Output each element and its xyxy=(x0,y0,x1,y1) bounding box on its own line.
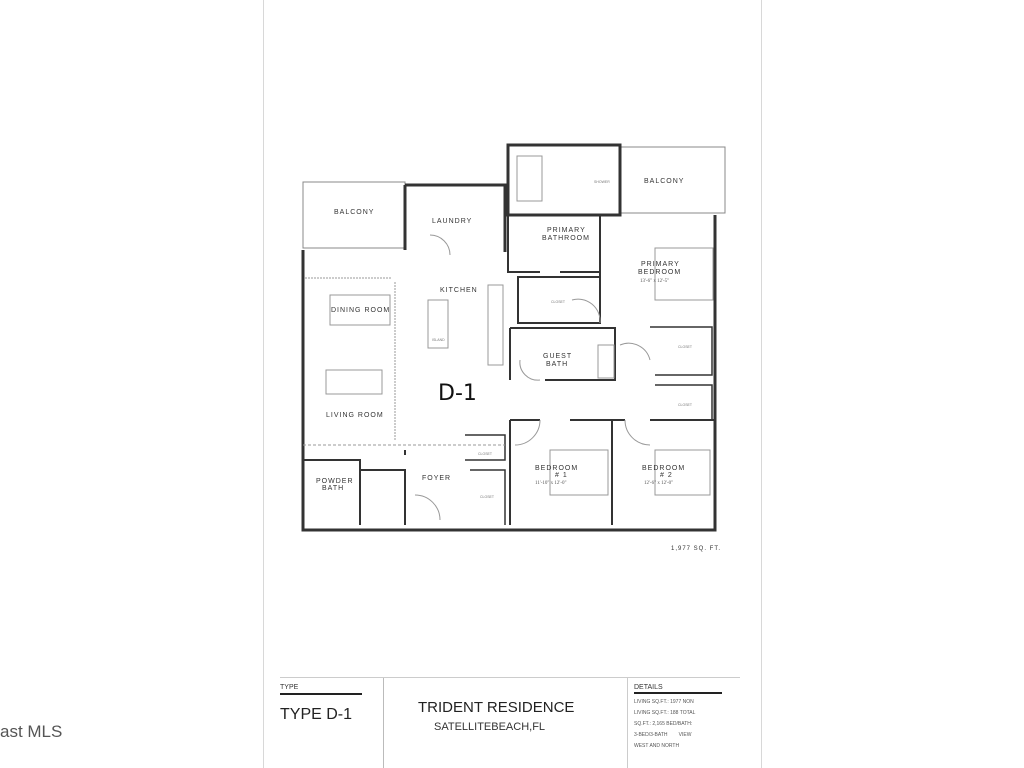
details-header: DETAILS xyxy=(634,684,663,691)
type-value: TYPE D-1 xyxy=(280,706,353,723)
details-list: LIVING SQ.FT.: 1977 NON LIVING SQ.FT.: 1… xyxy=(634,697,695,752)
label-dining-room: DINING ROOM xyxy=(331,307,390,314)
label-closet: CLOSET xyxy=(551,300,566,304)
label-closet: CLOSET xyxy=(480,495,495,499)
title-block-border xyxy=(280,677,740,678)
label-bedroom-2: BEDROOM xyxy=(642,465,685,472)
closet-wall xyxy=(655,384,713,420)
type-underline xyxy=(280,693,362,695)
label-shower: SHOWER xyxy=(594,180,610,184)
label-closet: CLOSET xyxy=(678,403,693,407)
type-header: TYPE xyxy=(280,684,299,691)
label-living-room: LIVING ROOM xyxy=(326,412,384,419)
door-swing xyxy=(414,494,441,521)
bedroom-walls xyxy=(509,419,715,525)
label-powder-bath: POWDER xyxy=(316,478,354,485)
dining-table xyxy=(329,294,391,326)
primary-bath-wet-area xyxy=(506,143,622,217)
label-guest-bath: BATH xyxy=(546,361,568,368)
walls xyxy=(301,143,726,532)
label-powder-bath: BATH xyxy=(322,485,344,492)
label-primary-bedroom: PRIMARY xyxy=(641,261,680,268)
label-primary-bedroom: BEDROOM xyxy=(638,269,681,276)
bedroom-2-dimensions: 12'-6" x 12'-0" xyxy=(644,481,673,486)
bed xyxy=(549,449,609,496)
kitchen-island xyxy=(427,299,449,349)
details-line: 3-BED/3-BATH VIEW xyxy=(634,732,692,738)
bed xyxy=(654,449,711,496)
kitchen-counter xyxy=(487,284,504,366)
label-guest-bath: GUEST xyxy=(543,353,572,360)
label-island: ISLAND xyxy=(432,338,445,342)
label-laundry: LAUNDRY xyxy=(432,218,472,225)
label-foyer: FOYER xyxy=(422,475,451,482)
project-location: SATELLITEBEACH,FL xyxy=(434,721,546,733)
project-title: TRIDENT RESIDENCE xyxy=(418,699,575,716)
total-sqft: 1,977 SQ. FT. xyxy=(671,546,721,552)
details-line: LIVING SQ.FT.: 188 TOTAL xyxy=(634,710,696,716)
drawing-sheet xyxy=(263,0,762,768)
primary-bedroom-dimensions: 13'-6" x 12'-5" xyxy=(640,279,669,284)
bathtub xyxy=(516,155,543,202)
door-swing xyxy=(429,234,451,256)
unit-label: D-1 xyxy=(438,381,477,406)
door-swing xyxy=(624,419,651,446)
label-balcony-right: BALCONY xyxy=(644,178,684,185)
label-balcony-left: BALCONY xyxy=(334,209,374,216)
bedroom-1-dimensions: 11'-10" x 12'-0" xyxy=(535,481,567,486)
powder-bath-wall xyxy=(303,450,406,525)
door-swing xyxy=(519,359,541,381)
details-line: WEST AND NORTH xyxy=(634,743,680,749)
door-swing xyxy=(619,342,651,361)
label-primary-bathroom: PRIMARY xyxy=(547,227,586,234)
title-block-divider xyxy=(383,678,384,768)
label-kitchen: KITCHEN xyxy=(440,287,478,294)
label-closet: CLOSET xyxy=(478,452,493,456)
label-bedroom-1-number: # 1 xyxy=(555,472,568,479)
door-swing xyxy=(514,419,541,446)
label-primary-bathroom: BATHROOM xyxy=(542,235,590,242)
bed xyxy=(654,247,714,301)
details-line: LIVING SQ.FT.: 1977 NON xyxy=(634,699,694,705)
fixtures xyxy=(303,155,714,521)
sofa xyxy=(325,369,383,395)
tub xyxy=(597,344,615,379)
title-block-divider xyxy=(627,678,628,768)
closet-wall xyxy=(650,326,713,376)
label-bedroom-1: BEDROOM xyxy=(535,465,578,472)
label-closet: CLOSET xyxy=(678,345,693,349)
guest-bath-wall xyxy=(509,327,616,381)
door-swing xyxy=(571,298,601,324)
outer-wall xyxy=(301,183,717,532)
dimension-lines xyxy=(305,277,396,440)
foyer-closets xyxy=(465,434,506,525)
label-bedroom-2-number: # 2 xyxy=(660,472,673,479)
details-line: SQ.FT.: 2,165 BED/BATH: xyxy=(634,721,693,727)
details-underline xyxy=(634,692,722,694)
mls-watermark: ast MLS xyxy=(0,722,63,741)
